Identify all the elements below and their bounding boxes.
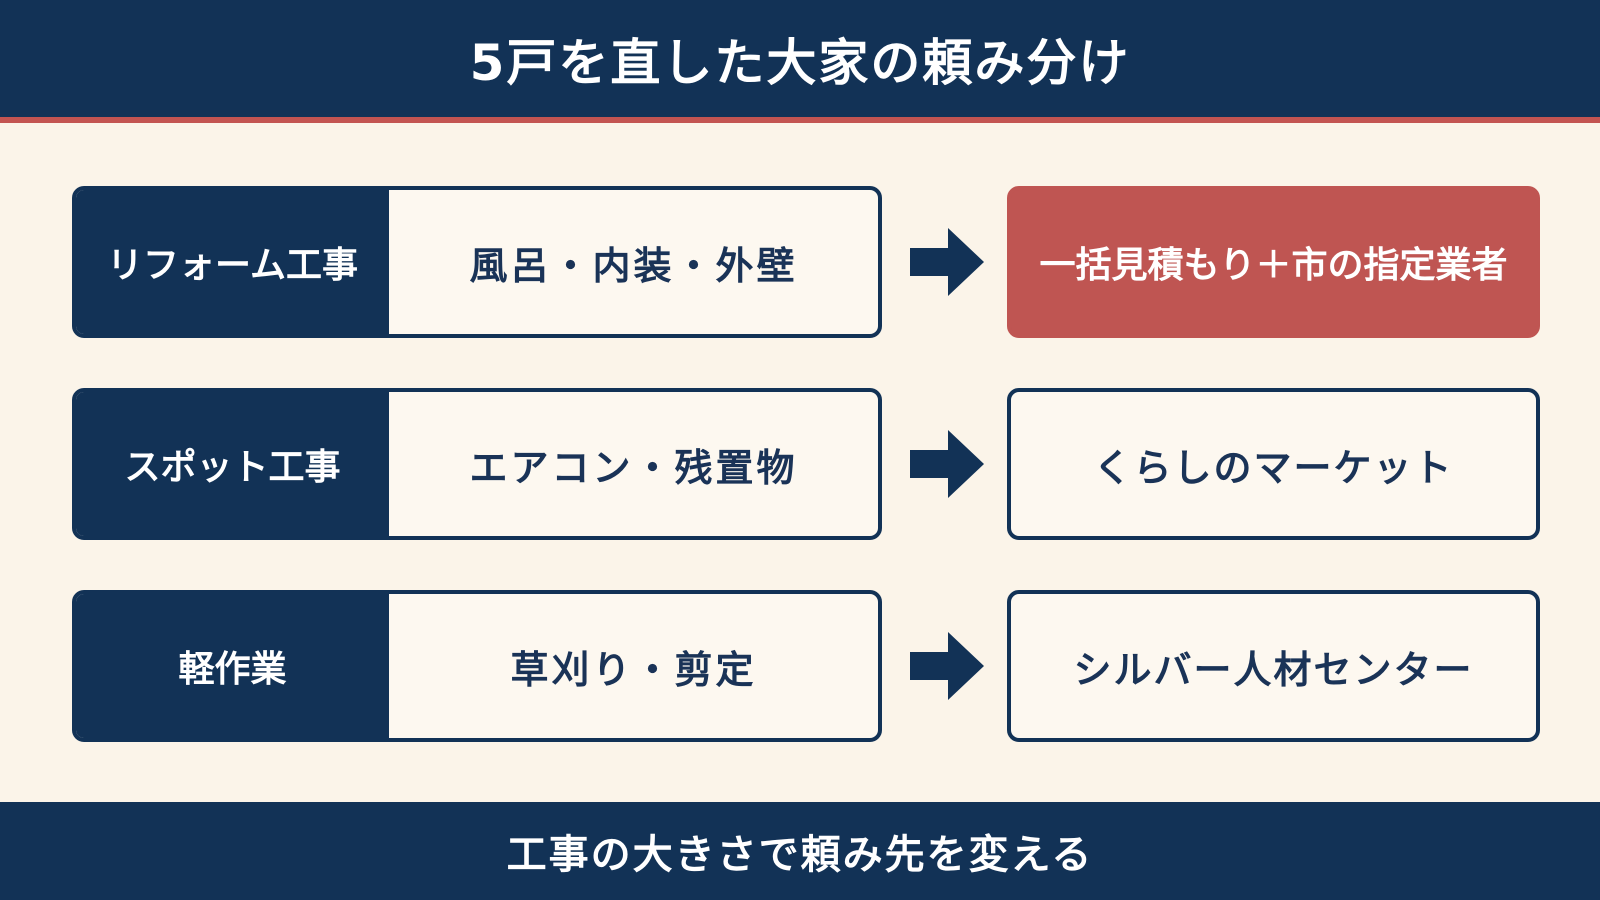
- task-box: リフォーム工事 風呂・内装・外壁: [72, 186, 882, 338]
- footer-summary: 工事の大きさで頼み先を変える: [506, 832, 1094, 878]
- examples-label: 草刈り・剪定: [510, 647, 757, 692]
- row-spot-work: スポット工事 エアコン・残置物 くらしのマーケット: [72, 388, 1540, 540]
- task-box: 軽作業 草刈り・剪定: [72, 590, 882, 742]
- destination-box: シルバー人材センター: [1007, 590, 1540, 742]
- examples-label: エアコン・残置物: [469, 445, 798, 490]
- task-box: スポット工事 エアコン・残置物: [72, 388, 882, 540]
- right-arrow-icon: [910, 228, 984, 296]
- footer-bar: 工事の大きさで頼み先を変える: [0, 802, 1600, 900]
- category-label: リフォーム工事: [76, 190, 389, 334]
- destination-box: くらしのマーケット: [1007, 388, 1540, 540]
- page-title: 5戸を直した大家の頼み分け: [469, 33, 1131, 92]
- row-renovation: リフォーム工事 風呂・内装・外壁 一括見積もり＋市の指定業者: [72, 186, 1540, 338]
- category-label: スポット工事: [76, 392, 389, 536]
- examples-label: 風呂・内装・外壁: [469, 243, 798, 288]
- right-arrow-icon: [910, 430, 984, 498]
- row-light-work: 軽作業 草刈り・剪定 シルバー人材センター: [72, 590, 1540, 742]
- right-arrow-icon: [910, 632, 984, 700]
- destination-box: 一括見積もり＋市の指定業者: [1007, 186, 1540, 338]
- header-bar: 5戸を直した大家の頼み分け: [0, 0, 1600, 123]
- category-label: 軽作業: [76, 594, 389, 738]
